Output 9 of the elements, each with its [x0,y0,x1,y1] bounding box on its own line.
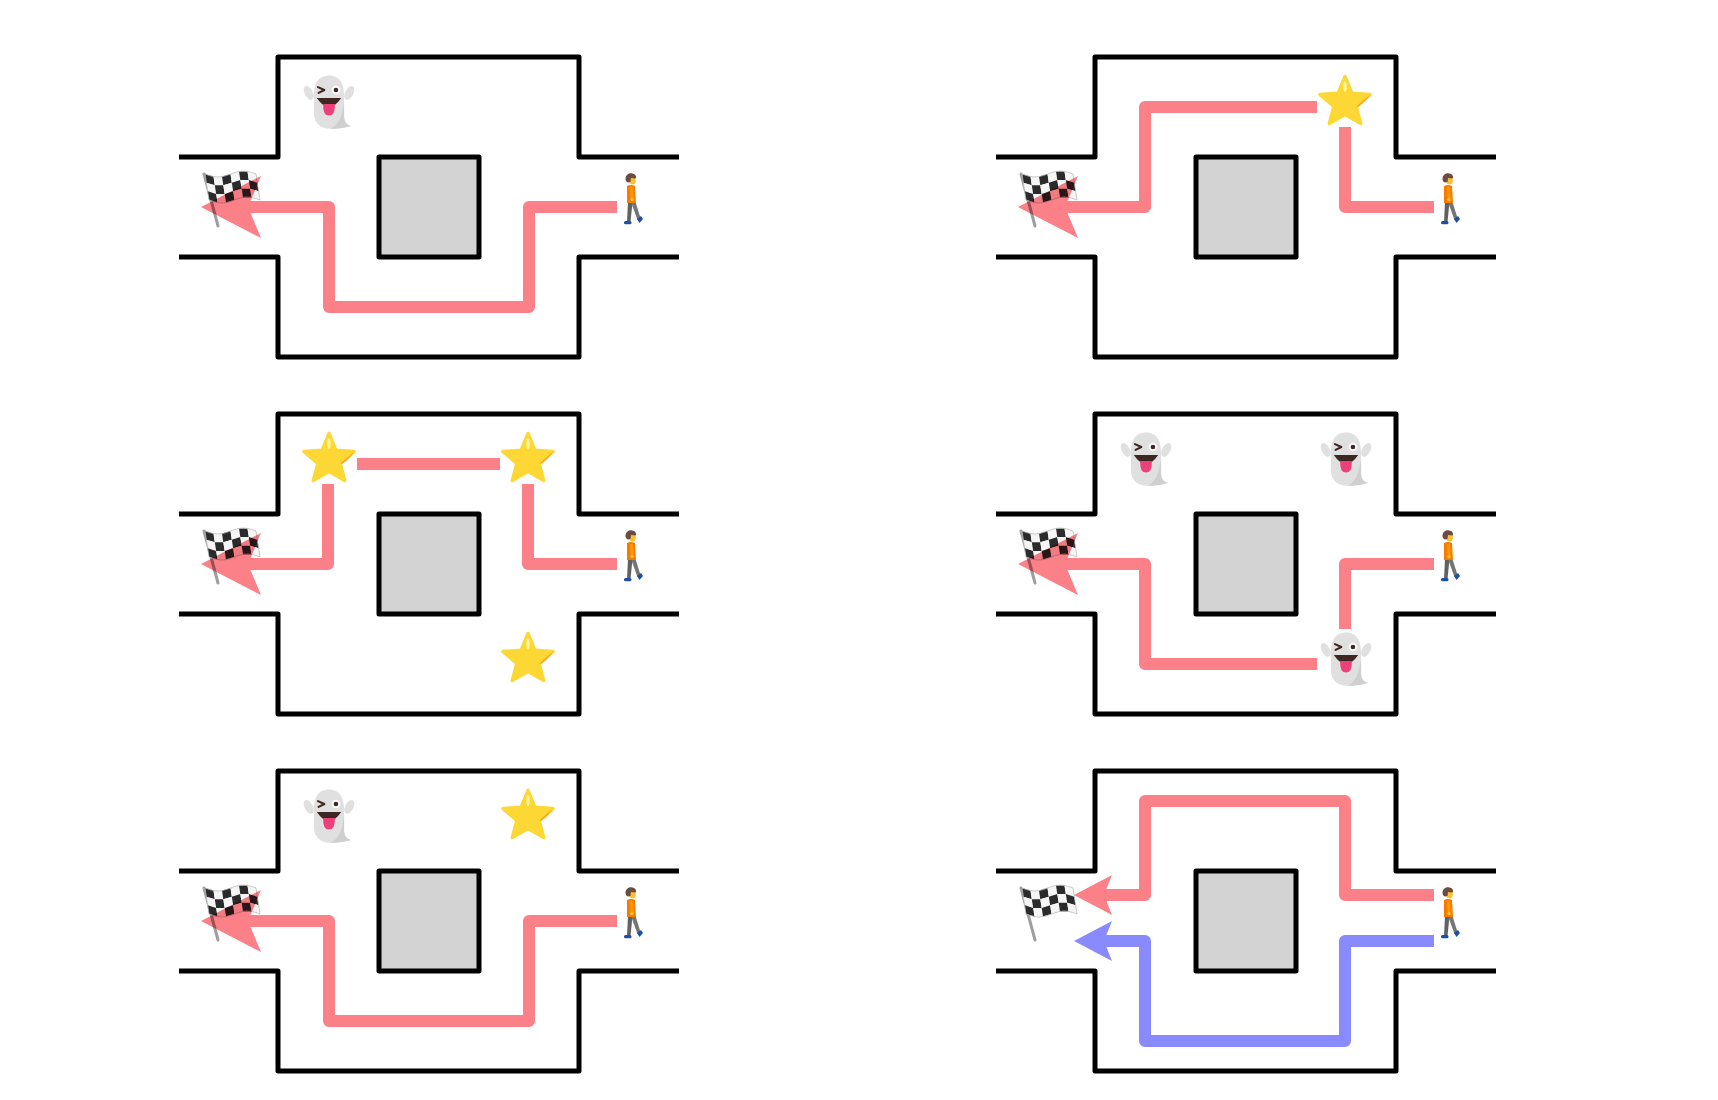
star-icon [500,787,556,841]
star-icon [301,430,357,484]
path-line [1339,127,1434,213]
star-icon [1317,73,1373,127]
star-icon [500,630,556,684]
path-line [1339,558,1434,629]
path-line [522,484,617,570]
path-line [357,458,500,470]
star-icon [500,430,556,484]
